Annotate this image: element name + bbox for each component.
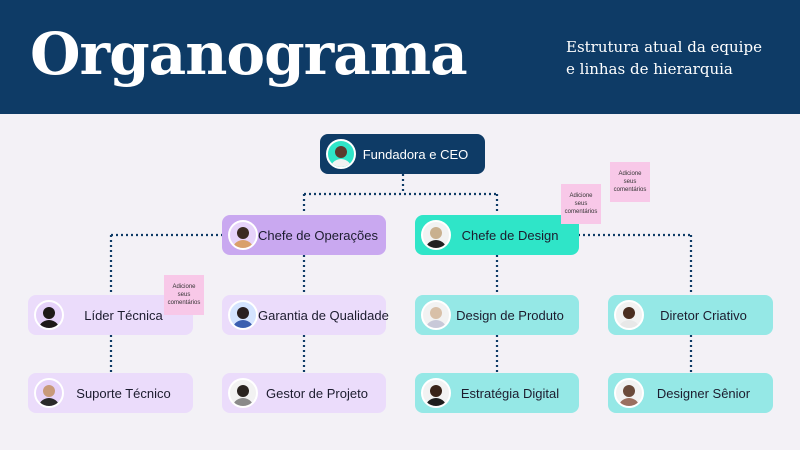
avatar-senior-designer xyxy=(614,378,644,408)
connector-lines xyxy=(109,174,693,373)
node-tech-support[interactable]: Suporte Técnico xyxy=(28,373,193,413)
org-chart-canvas: Fundadora e CEO Chefe de Operações Chefe… xyxy=(0,114,800,450)
avatar-quality xyxy=(228,300,258,330)
node-label-creative-director: Diretor Criativo xyxy=(660,307,747,323)
header-banner: Organograma Estrutura atual da equipe e … xyxy=(0,0,800,114)
node-project-manager[interactable]: Gestor de Projeto xyxy=(222,373,386,413)
avatar-tech-support xyxy=(34,378,64,408)
node-creative-director[interactable]: Diretor Criativo xyxy=(608,295,773,335)
node-senior-designer[interactable]: Designer Sênior xyxy=(608,373,773,413)
node-label-tech-lead: Líder Técnica xyxy=(84,307,163,323)
node-label-project-manager: Gestor de Projeto xyxy=(266,385,368,401)
page-title: Organograma xyxy=(30,20,468,88)
node-label-senior-designer: Designer Sênior xyxy=(656,385,751,401)
node-quality[interactable]: Garantia de Qualidade xyxy=(222,295,389,335)
node-tech-lead[interactable]: Líder Técnica xyxy=(28,295,193,335)
avatar-operations xyxy=(228,220,258,250)
page-subtitle: Estrutura atual da equipe e linhas de hi… xyxy=(566,36,762,80)
subtitle-line-1: Estrutura atual da equipe xyxy=(566,38,762,56)
sticky-note-top-right[interactable]: Adicione seus comentários xyxy=(610,162,650,202)
node-label-operations: Chefe de Operações xyxy=(258,227,378,243)
node-product-design[interactable]: Design de Produto xyxy=(415,295,579,335)
node-label-ceo: Fundadora e CEO xyxy=(362,146,469,162)
avatar-digital-strategy xyxy=(421,378,451,408)
subtitle-line-2: e linhas de hierarquia xyxy=(566,60,733,78)
avatar-tech-lead xyxy=(34,300,64,330)
node-label-quality: Garantia de Qualidade xyxy=(258,307,389,323)
node-label-digital-strategy: Estratégia Digital xyxy=(460,385,560,401)
node-design-head[interactable]: Chefe de Design xyxy=(415,215,579,255)
avatar-project-manager xyxy=(228,378,258,408)
node-operations[interactable]: Chefe de Operações xyxy=(222,215,386,255)
node-label-design-head: Chefe de Design xyxy=(461,227,559,243)
node-digital-strategy[interactable]: Estratégia Digital xyxy=(415,373,579,413)
sticky-note-tech[interactable]: Adicione seus comentários xyxy=(164,275,204,315)
avatar-design-head xyxy=(421,220,451,250)
node-ceo[interactable]: Fundadora e CEO xyxy=(320,134,485,174)
sticky-note-design[interactable]: Adicione seus comentários xyxy=(561,184,601,224)
avatar-product-design xyxy=(421,300,451,330)
node-label-product-design: Design de Produto xyxy=(456,307,564,323)
node-label-tech-support: Suporte Técnico xyxy=(76,385,171,401)
avatar-ceo xyxy=(326,139,356,169)
avatar-creative-director xyxy=(614,300,644,330)
